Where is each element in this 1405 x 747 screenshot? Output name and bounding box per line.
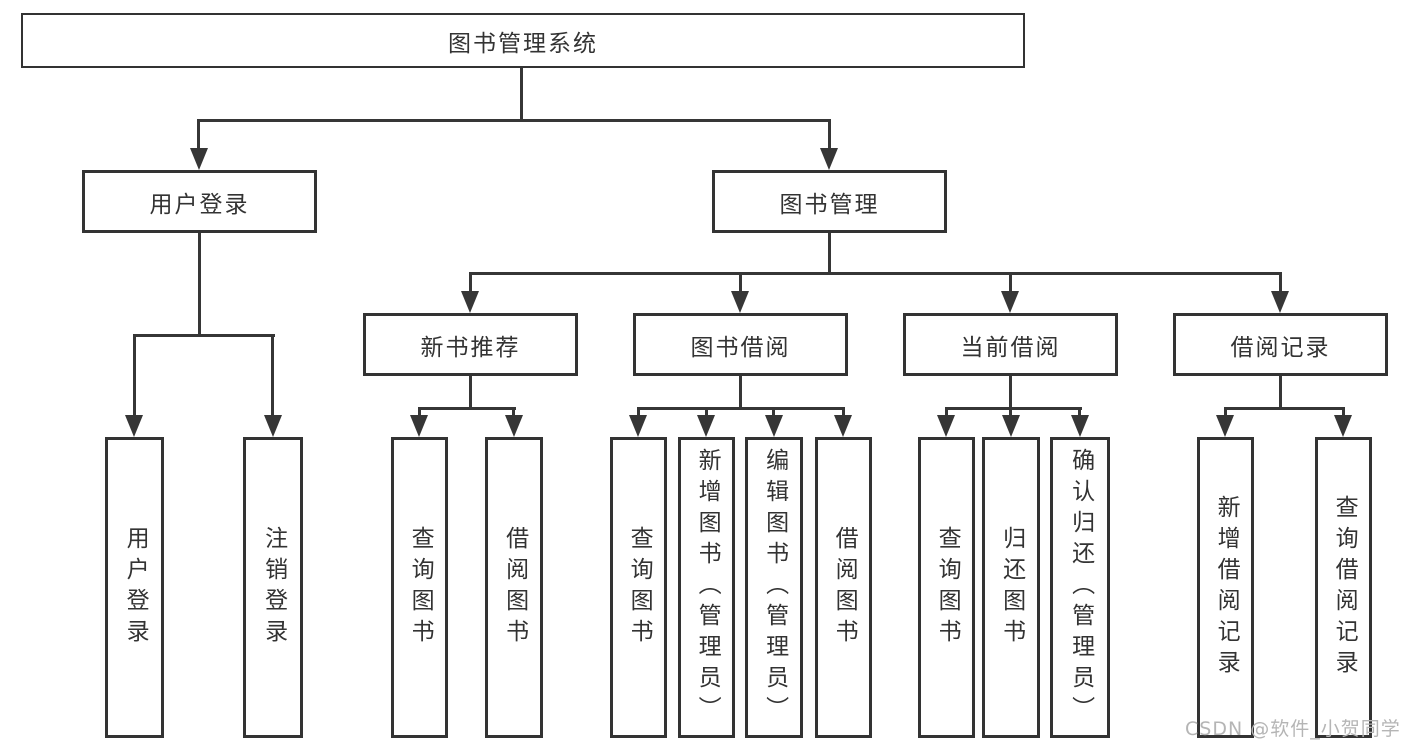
connector-drop-borrow-records <box>1279 272 1282 293</box>
node-current-borrow: 当前借阅 <box>903 313 1118 376</box>
node-label: 图书借阅 <box>690 334 791 361</box>
connector-drop-current-borrow <box>1009 272 1012 293</box>
arrow-down-icon <box>629 415 647 437</box>
arrow-down-icon <box>834 415 852 437</box>
leaf-user-login: 用户登录 <box>105 437 164 738</box>
node-label: 编辑图书（管理员） <box>761 448 788 727</box>
node-label: 查询图书 <box>407 525 434 650</box>
node-label: 新书推荐 <box>420 334 521 361</box>
connector-new-books-bar <box>418 407 516 410</box>
connector-root-stem <box>520 68 523 119</box>
node-user-login: 用户登录 <box>82 170 317 233</box>
arrow-down-icon <box>937 415 955 437</box>
node-new-book-recommend: 新书推荐 <box>363 313 578 376</box>
connector-drop-leaf <box>271 334 274 418</box>
connector-drop-leaf <box>842 407 845 417</box>
connector-book-borrow-stem <box>739 376 742 407</box>
connector-book-management-stem <box>828 233 831 272</box>
connector-drop-leaf <box>1342 407 1345 417</box>
leaf-borrow-books-recommend: 借阅图书 <box>485 437 543 738</box>
node-label: 查询借阅记录 <box>1331 494 1358 681</box>
connector-drop-leaf <box>418 407 421 417</box>
leaf-add-borrow-record: 新增借阅记录 <box>1197 437 1254 738</box>
node-label: 新增借阅记录 <box>1213 494 1240 681</box>
watermark: CSDN @软件_小贺同学 <box>1185 718 1401 740</box>
arrow-down-icon <box>1216 415 1234 437</box>
connector-new-books-stem <box>469 376 472 407</box>
leaf-logout: 注销登录 <box>243 437 303 738</box>
arrow-down-icon <box>505 415 523 437</box>
connector-drop-leaf <box>1224 407 1227 417</box>
node-label: 注销登录 <box>260 525 287 650</box>
connector-current-borrow-stem <box>1009 376 1012 407</box>
leaf-confirm-return-admin: 确认归还（管理员） <box>1050 437 1110 738</box>
arrow-down-icon <box>820 148 838 170</box>
connector-drop-leaf <box>637 407 640 417</box>
arrow-down-icon <box>125 415 143 437</box>
arrow-down-icon <box>461 291 479 313</box>
connector-root-bar <box>197 119 831 122</box>
node-label: 归还图书 <box>998 525 1025 650</box>
node-library-management-system: 图书管理系统 <box>21 13 1025 68</box>
connector-user-login-bar <box>133 334 275 337</box>
node-label: 新增图书（管理员） <box>694 448 721 727</box>
node-label: 借阅图书 <box>501 525 528 650</box>
connector-drop-book-borrow <box>739 272 742 293</box>
node-label: 查询图书 <box>934 525 961 650</box>
connector-user-login-stem <box>198 233 201 334</box>
leaf-query-books-current: 查询图书 <box>918 437 975 738</box>
arrow-down-icon <box>264 415 282 437</box>
connector-drop-leaf <box>1078 407 1081 417</box>
node-label: 图书管理系统 <box>448 30 598 57</box>
leaf-edit-book-admin: 编辑图书（管理员） <box>745 437 803 738</box>
arrow-down-icon <box>765 415 783 437</box>
arrow-down-icon <box>1002 415 1020 437</box>
connector-drop-leaf <box>1009 407 1012 417</box>
arrow-down-icon <box>1071 415 1089 437</box>
connector-borrow-records-stem <box>1279 376 1282 407</box>
arrow-down-icon <box>1271 291 1289 313</box>
node-label: 确认归还（管理员） <box>1067 448 1094 727</box>
node-label: 借阅记录 <box>1230 334 1331 361</box>
node-label: 当前借阅 <box>960 334 1061 361</box>
leaf-query-books-borrow: 查询图书 <box>610 437 667 738</box>
arrow-down-icon <box>410 415 428 437</box>
connector-drop-leaf <box>772 407 775 417</box>
arrow-down-icon <box>1334 415 1352 437</box>
connector-book-management-bar <box>469 272 1282 275</box>
arrow-down-icon <box>190 148 208 170</box>
connector-drop-user-login <box>197 119 200 152</box>
connector-book-borrow-bar <box>637 407 845 410</box>
node-label: 用户登录 <box>122 525 149 650</box>
connector-drop-leaf <box>512 407 515 417</box>
leaf-return-book: 归还图书 <box>982 437 1040 738</box>
node-book-borrow: 图书借阅 <box>633 313 848 376</box>
node-label: 用户登录 <box>149 191 250 218</box>
node-label: 图书管理 <box>779 191 880 218</box>
connector-current-borrow-bar <box>945 407 1082 410</box>
arrow-down-icon <box>1001 291 1019 313</box>
leaf-query-borrow-record: 查询借阅记录 <box>1315 437 1372 738</box>
leaf-borrow-books: 借阅图书 <box>815 437 872 738</box>
connector-drop-leaf <box>945 407 948 417</box>
connector-drop-book-management <box>828 119 831 152</box>
leaf-query-books-recommend: 查询图书 <box>391 437 448 738</box>
node-borrow-records: 借阅记录 <box>1173 313 1388 376</box>
connector-drop-leaf <box>705 407 708 417</box>
arrow-down-icon <box>731 291 749 313</box>
connector-drop-new-books <box>469 272 472 293</box>
arrow-down-icon <box>697 415 715 437</box>
connector-drop-leaf <box>133 334 136 418</box>
node-label: 借阅图书 <box>831 525 858 650</box>
node-book-management: 图书管理 <box>712 170 947 233</box>
leaf-add-book-admin: 新增图书（管理员） <box>678 437 735 738</box>
node-label: 查询图书 <box>626 525 653 650</box>
connector-borrow-records-bar <box>1224 407 1345 410</box>
